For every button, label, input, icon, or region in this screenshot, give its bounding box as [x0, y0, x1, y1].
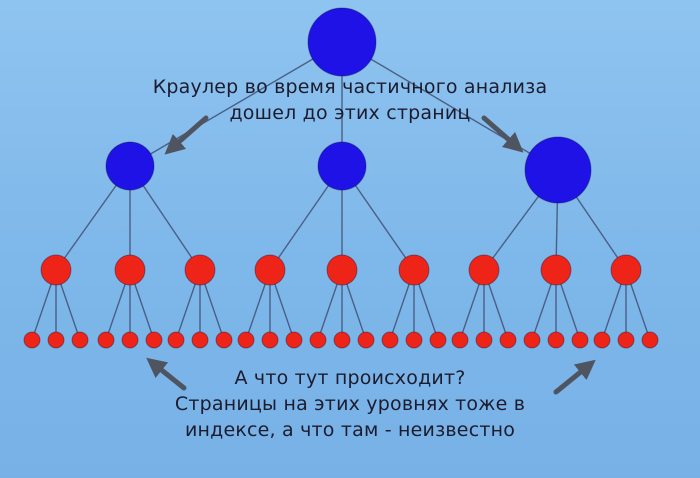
unknown-page-node	[333, 331, 351, 349]
unknown-page-node	[23, 331, 41, 349]
unknown-page-node	[97, 331, 115, 349]
unknown-page-node	[547, 331, 565, 349]
crawled-page-node	[317, 141, 367, 191]
unknown-page-node	[610, 254, 642, 286]
unknown-page-node	[261, 331, 279, 349]
caption-top-line-1: Краулер во время частичного анализа	[152, 76, 548, 98]
unknown-page-node	[357, 331, 375, 349]
unknown-page-node	[114, 254, 146, 286]
caption-top-line-2: дошел до этих страниц	[229, 102, 471, 124]
arrow-to-right-unknown-nodes	[553, 359, 596, 395]
caption-bottom-line-3: индексе, а что там - неизвестно	[184, 419, 516, 441]
crawled-page-node	[105, 141, 155, 191]
unknown-page-node	[398, 254, 430, 286]
unknown-page-node	[309, 331, 327, 349]
unknown-page-node	[468, 254, 500, 286]
caption-unknown-pages: А что тут происходит? Страницы на этих у…	[0, 365, 700, 443]
unknown-page-node	[191, 331, 209, 349]
unknown-page-node	[237, 331, 255, 349]
arrow-to-right-crawled-node	[481, 115, 524, 153]
crawled-page-node	[524, 136, 592, 204]
arrow-to-left-crawled-node	[164, 115, 209, 155]
unknown-page-node	[40, 254, 72, 286]
unknown-page-node	[523, 331, 541, 349]
unknown-page-node	[47, 331, 65, 349]
unknown-page-node	[641, 331, 659, 349]
unknown-page-node	[215, 331, 233, 349]
tree-nodes	[23, 7, 659, 349]
unknown-page-node	[184, 254, 216, 286]
unknown-page-node	[254, 254, 286, 286]
unknown-page-node	[593, 331, 611, 349]
unknown-page-node	[145, 331, 163, 349]
unknown-page-node	[429, 331, 447, 349]
root-page-node	[307, 7, 377, 77]
unknown-page-node	[381, 331, 399, 349]
arrow-to-left-unknown-nodes	[146, 357, 187, 391]
unknown-page-node	[121, 331, 139, 349]
unknown-page-node	[475, 331, 493, 349]
unknown-page-node	[71, 331, 89, 349]
pointer-arrows	[146, 115, 596, 395]
unknown-page-node	[167, 331, 185, 349]
unknown-page-node	[451, 331, 469, 349]
unknown-page-node	[285, 331, 303, 349]
unknown-page-node	[571, 331, 589, 349]
unknown-page-node	[540, 254, 572, 286]
caption-bottom-line-2: Страницы на этих уровнях тоже в	[174, 393, 526, 415]
caption-bottom-line-1: А что тут происходит?	[234, 367, 466, 389]
unknown-page-node	[617, 331, 635, 349]
unknown-page-node	[326, 254, 358, 286]
unknown-page-node	[499, 331, 517, 349]
caption-crawled-pages: Краулер во время частичного анализа доше…	[0, 74, 700, 126]
unknown-page-node	[405, 331, 423, 349]
